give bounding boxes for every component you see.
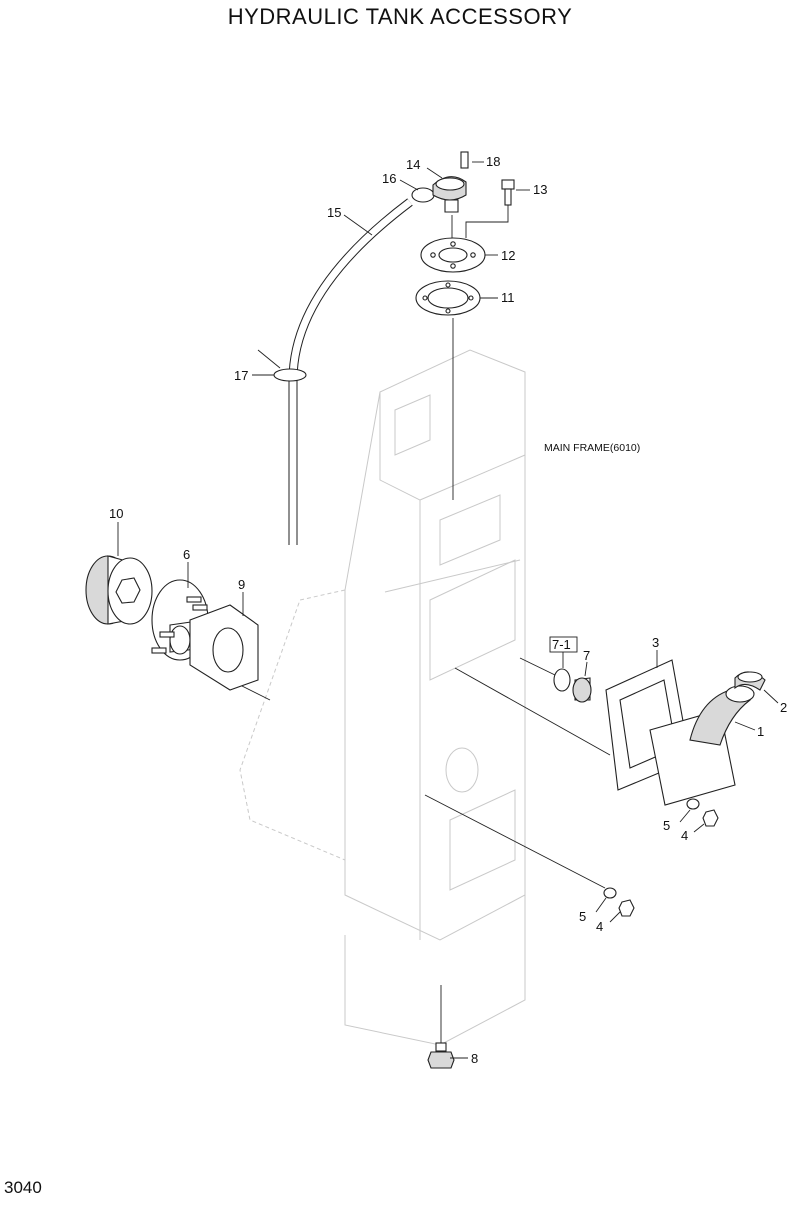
callout-9: 9 [238,577,245,592]
callout-10: 10 [109,506,123,521]
gasket-part-9 [189,604,259,691]
callout-1: 1 [757,724,764,739]
callout-leaders [117,161,779,1059]
gasket-part-11 [415,280,481,316]
breather-cap-part-14 [411,151,469,213]
callout-17: 17 [234,368,248,383]
page-number: 3040 [4,1178,42,1197]
callout-3: 3 [652,635,659,650]
callout-12: 12 [501,248,515,263]
cap-part-2 [734,671,766,691]
main-frame-note: MAIN FRAME(6010) [544,442,640,454]
bolt-part-4-upper [702,809,719,827]
callout-14: 14 [406,157,420,172]
callout-18: 18 [486,154,500,169]
callout-13: 13 [533,182,547,197]
strainer-part-10 [85,555,153,625]
washer-part-5-upper [686,798,700,810]
plug-part-7 [572,677,592,703]
callout-2: 2 [780,700,787,715]
callout-5-upper: 5 [663,818,670,833]
flange-part-12 [420,237,486,273]
callout-11: 11 [501,290,515,305]
filler-pipe-part-1 [649,685,755,806]
oring-part-7-1 [553,668,571,692]
callout-5-lower: 5 [579,909,586,924]
callout-15: 15 [327,205,341,220]
washer-part-5-lower [603,887,617,899]
bolt-part-13 [501,179,515,206]
callout-4-lower: 4 [596,919,603,934]
bolt-part-4-lower [618,899,635,917]
callout-4-upper: 4 [681,828,688,843]
main-frame-ghost [239,349,526,1046]
diagram-title: HYDRAULIC TANK ACCESSORY [227,4,573,29]
callout-7-1: 7-1 [552,637,571,652]
callout-8: 8 [471,1051,478,1066]
callout-box-7-1 [549,636,578,653]
drain-plug-part-8 [427,1042,455,1069]
hose-part-15 [257,198,413,545]
callout-16: 16 [382,171,396,186]
callout-6: 6 [183,547,190,562]
leader-lines [229,195,696,1045]
callout-7: 7 [583,648,590,663]
